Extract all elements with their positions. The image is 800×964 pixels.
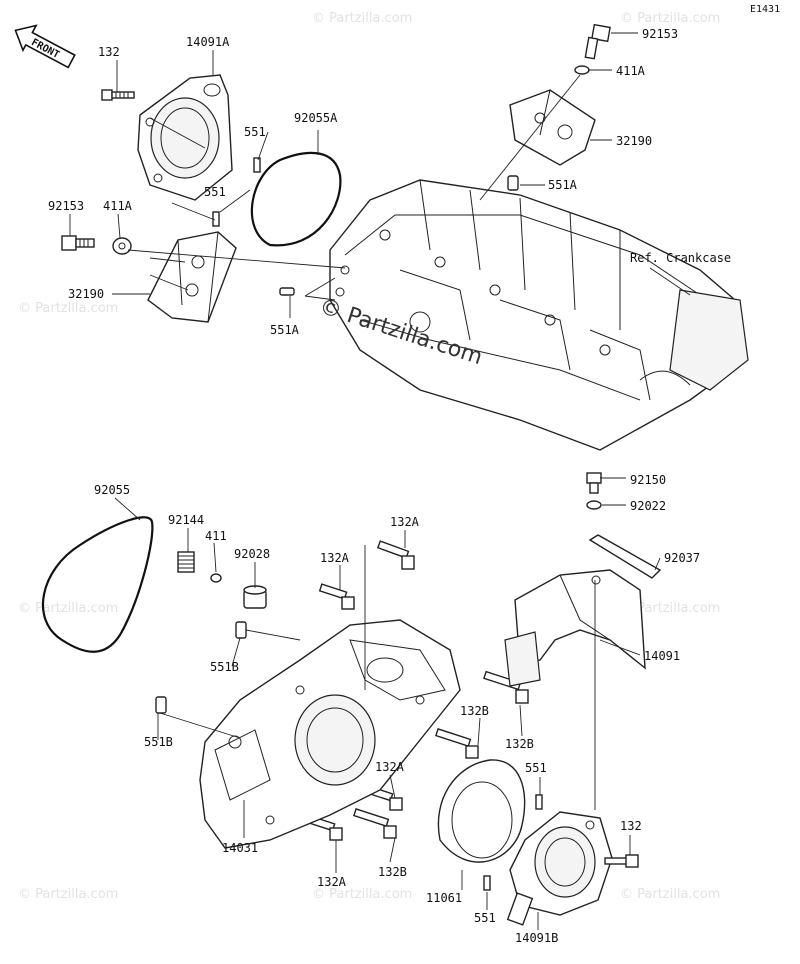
callout-411A-right: 411A xyxy=(616,64,646,78)
callout-92055A: 92055A xyxy=(294,111,338,125)
callout-92153-right: 92153 xyxy=(642,27,678,41)
callout-92055: 92055 xyxy=(94,483,130,497)
callout-132-bottom-right: 132 xyxy=(620,819,642,833)
callout-551A-right: 551A xyxy=(548,178,578,192)
bolt-132A-a xyxy=(376,540,415,570)
callout-92037: 92037 xyxy=(664,551,700,565)
callout-551-a: 551 xyxy=(244,125,266,139)
washer-411A-right xyxy=(574,65,590,75)
bolt-92153-left xyxy=(61,235,95,251)
callout-551B-b: 551B xyxy=(144,735,173,749)
leader-lines-lower xyxy=(114,477,661,930)
reference-crankcase-label: Ref. Crankcase xyxy=(630,251,731,265)
watermark-tile: © Partzilla.com xyxy=(18,301,118,316)
dowel-pin-551A-left xyxy=(279,287,295,296)
dowel-pin-551-b xyxy=(212,211,220,227)
dowel-pin-551B-b xyxy=(155,696,167,714)
washer-411A-left xyxy=(112,237,132,255)
front-arrow-icon: FRONT xyxy=(14,24,76,69)
bolt-92150 xyxy=(586,472,602,494)
collar-92028 xyxy=(243,585,267,609)
watermark-tile: © Partzilla.com xyxy=(620,887,720,902)
washer-92022 xyxy=(586,500,602,510)
spring-92144 xyxy=(177,551,195,573)
callout-551-b: 551 xyxy=(204,185,226,199)
bolt-132B-b xyxy=(435,728,479,759)
cover-14031 xyxy=(199,619,461,849)
bracket-32190-right xyxy=(509,89,596,166)
callout-32190-right: 32190 xyxy=(616,134,652,148)
callout-132A-d: 132A xyxy=(317,875,347,889)
callout-11061: 11061 xyxy=(426,891,462,905)
callout-92022: 92022 xyxy=(630,499,666,513)
callout-132-top-left: 132 xyxy=(98,45,120,59)
watermark-tile: © Partzilla.com xyxy=(620,11,720,26)
washer-411 xyxy=(210,573,222,583)
dowel-pin-551A-right xyxy=(507,175,519,191)
bolt-132A-b xyxy=(318,583,355,610)
callout-551A-left: 551A xyxy=(270,323,300,337)
bolt-92153-right xyxy=(584,23,611,60)
callout-92153-left: 92153 xyxy=(48,199,84,213)
bracket-32190-left xyxy=(147,231,237,323)
callout-132A-a: 132A xyxy=(390,515,420,529)
watermark-tile: © Partzilla.com xyxy=(312,887,412,902)
strap-92037 xyxy=(588,534,662,579)
callout-14031: 14031 xyxy=(222,841,258,855)
cover-14091B xyxy=(506,811,613,926)
callout-551-c: 551 xyxy=(525,761,547,775)
callout-132B-c: 132B xyxy=(378,865,407,879)
bolt-132-bottom-right xyxy=(604,854,639,868)
dowel-pin-551-c xyxy=(535,794,543,810)
callout-411: 411 xyxy=(205,529,227,543)
dowel-pin-551B-a xyxy=(235,621,247,639)
callout-92028: 92028 xyxy=(234,547,270,561)
callout-132B-b: 132B xyxy=(505,737,534,751)
callout-551B-a: 551B xyxy=(210,660,239,674)
guard-14091 xyxy=(504,569,646,687)
o-ring-92055 xyxy=(41,516,154,653)
callout-92144: 92144 xyxy=(168,513,204,527)
watermark-tile: © Partzilla.com xyxy=(18,887,118,902)
gasket-11061 xyxy=(437,759,526,863)
watermark-tile: © Partzilla.com xyxy=(620,601,720,616)
crankcase-reference xyxy=(329,179,749,451)
o-ring-92055A xyxy=(250,151,342,247)
watermark-tile: © Partzilla.com xyxy=(312,11,412,26)
bolt-132B-c xyxy=(353,808,397,839)
callout-14091A: 14091A xyxy=(186,35,230,49)
callout-551-d: 551 xyxy=(474,911,496,925)
bolt-132-top-left xyxy=(101,89,135,101)
callout-132A-c: 132A xyxy=(375,760,405,774)
callout-132A-b: 132A xyxy=(320,551,350,565)
callout-14091B: 14091B xyxy=(515,931,558,945)
callout-411A-left: 411A xyxy=(103,199,133,213)
callout-132B-a: 132B xyxy=(460,704,489,718)
dowel-pin-551-a xyxy=(253,157,261,173)
leader-lines-upper xyxy=(69,32,691,318)
callout-92150: 92150 xyxy=(630,473,666,487)
dowel-pin-551-d xyxy=(483,875,491,891)
callout-32190-left: 32190 xyxy=(68,287,104,301)
watermark-tile: © Partzilla.com xyxy=(18,601,118,616)
diagram-id: E1431 xyxy=(750,4,780,15)
callout-14091: 14091 xyxy=(644,649,680,663)
